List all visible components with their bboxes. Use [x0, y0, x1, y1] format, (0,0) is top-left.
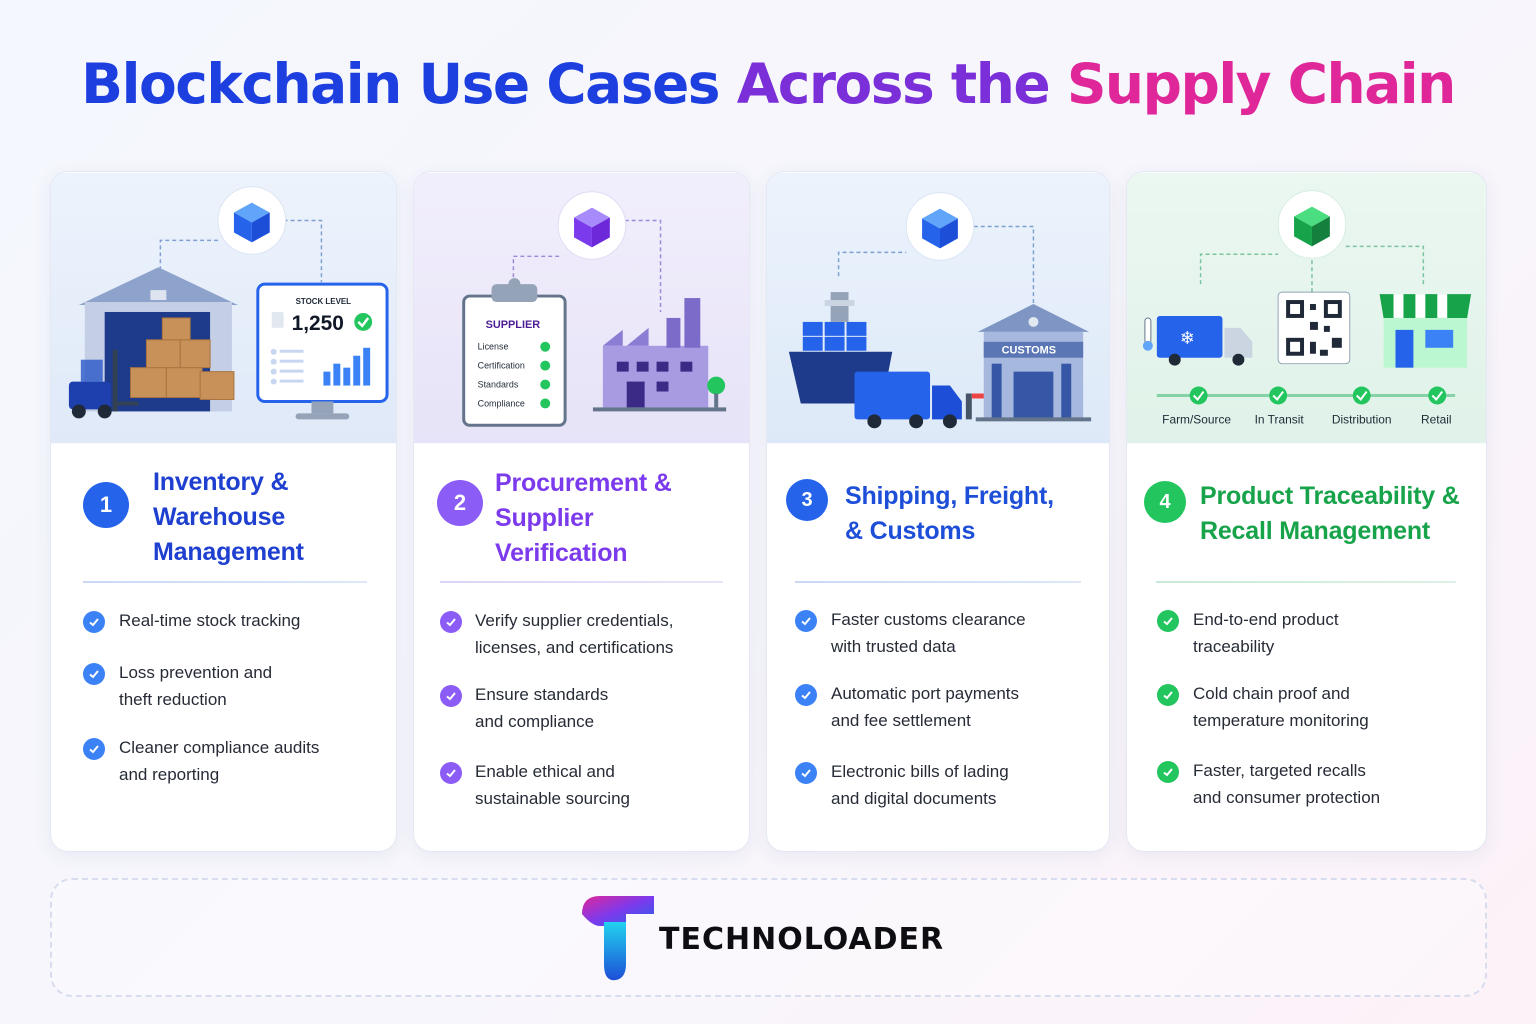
check-icon: [1157, 610, 1179, 632]
divider: [83, 581, 367, 583]
illustration-shipping: CUSTOMS: [767, 172, 1109, 444]
cube-icon: [574, 207, 610, 248]
check-icon: [440, 611, 462, 633]
card-title: Product Traceability & Recall Management: [1200, 482, 1460, 545]
svg-text:License: License: [478, 342, 509, 352]
check-icon: [83, 611, 105, 633]
cube-icon: [1294, 206, 1330, 247]
feature-item: Real-time stock tracking: [119, 611, 301, 630]
shipping-illustration: CUSTOMS: [767, 172, 1109, 444]
footer-panel: [50, 878, 1487, 997]
feature-item: Verify supplier credentials,licenses, an…: [475, 611, 674, 657]
stage-label: In Transit: [1255, 412, 1305, 426]
title-part-3: Supply Chain: [1066, 52, 1457, 116]
check-icon: [795, 684, 817, 706]
cube-icon: [922, 208, 958, 249]
check-icon: [795, 610, 817, 632]
step-badge-4: 4: [1144, 481, 1186, 523]
illustration-traceability: ❄: [1127, 172, 1486, 444]
supplier-illustration: SUPPLIER License Certification Standards…: [414, 172, 749, 444]
card-title: Shipping, Freight, & Customs: [845, 482, 1054, 545]
step-badge-2: 2: [437, 480, 483, 526]
card-traceability: ❄: [1126, 171, 1487, 852]
title-part-1: Blockchain Use Cases: [81, 52, 720, 116]
svg-text:❄: ❄: [1180, 328, 1195, 349]
check-icon: [440, 685, 462, 707]
stock-level-value: 1,250: [292, 312, 344, 335]
card-procurement: SUPPLIER License Certification Standards…: [413, 171, 750, 852]
divider: [1156, 581, 1456, 583]
svg-text:Standards: Standards: [478, 380, 519, 390]
stage-label: Retail: [1421, 412, 1451, 426]
stage-label: Distribution: [1332, 412, 1392, 426]
card-shipping: CUSTOMS 3 Shipping, Freight, & Customs F…: [766, 171, 1110, 852]
stock-level-label: STOCK LEVEL: [296, 297, 352, 306]
brand-name: TECHNOLOADER: [659, 922, 945, 957]
check-icon: [83, 738, 105, 760]
page-title: Blockchain Use Cases Across the Supply C…: [0, 46, 1536, 122]
step-badge-3: 3: [786, 479, 828, 521]
check-icon: [440, 762, 462, 784]
check-icon: [1157, 684, 1179, 706]
check-icon: [1157, 761, 1179, 783]
divider: [795, 581, 1081, 583]
illustration-supplier: SUPPLIER License Certification Standards…: [414, 172, 749, 444]
traceability-illustration: ❄: [1127, 172, 1486, 444]
stage-label: Farm/Source: [1162, 412, 1231, 426]
card-inventory: STOCK LEVEL 1,250 1 Inventory & Warehous…: [50, 171, 397, 852]
step-badge-1: 1: [83, 482, 129, 528]
card-title: Procurement & Supplier Verification: [495, 469, 672, 567]
divider: [440, 581, 723, 583]
technoloader-logo-icon: [582, 896, 654, 981]
clipboard-title: SUPPLIER: [486, 319, 541, 331]
svg-text:Certification: Certification: [478, 361, 525, 371]
check-icon: [83, 663, 105, 685]
svg-text:Compliance: Compliance: [478, 398, 525, 408]
card-title: Inventory & Warehouse Management: [153, 468, 304, 566]
customs-label: CUSTOMS: [1002, 345, 1056, 357]
illustration-warehouse: STOCK LEVEL 1,250: [51, 172, 396, 444]
check-icon: [795, 762, 817, 784]
title-part-2: Across the: [736, 52, 1051, 116]
warehouse-illustration: STOCK LEVEL 1,250: [51, 172, 396, 444]
